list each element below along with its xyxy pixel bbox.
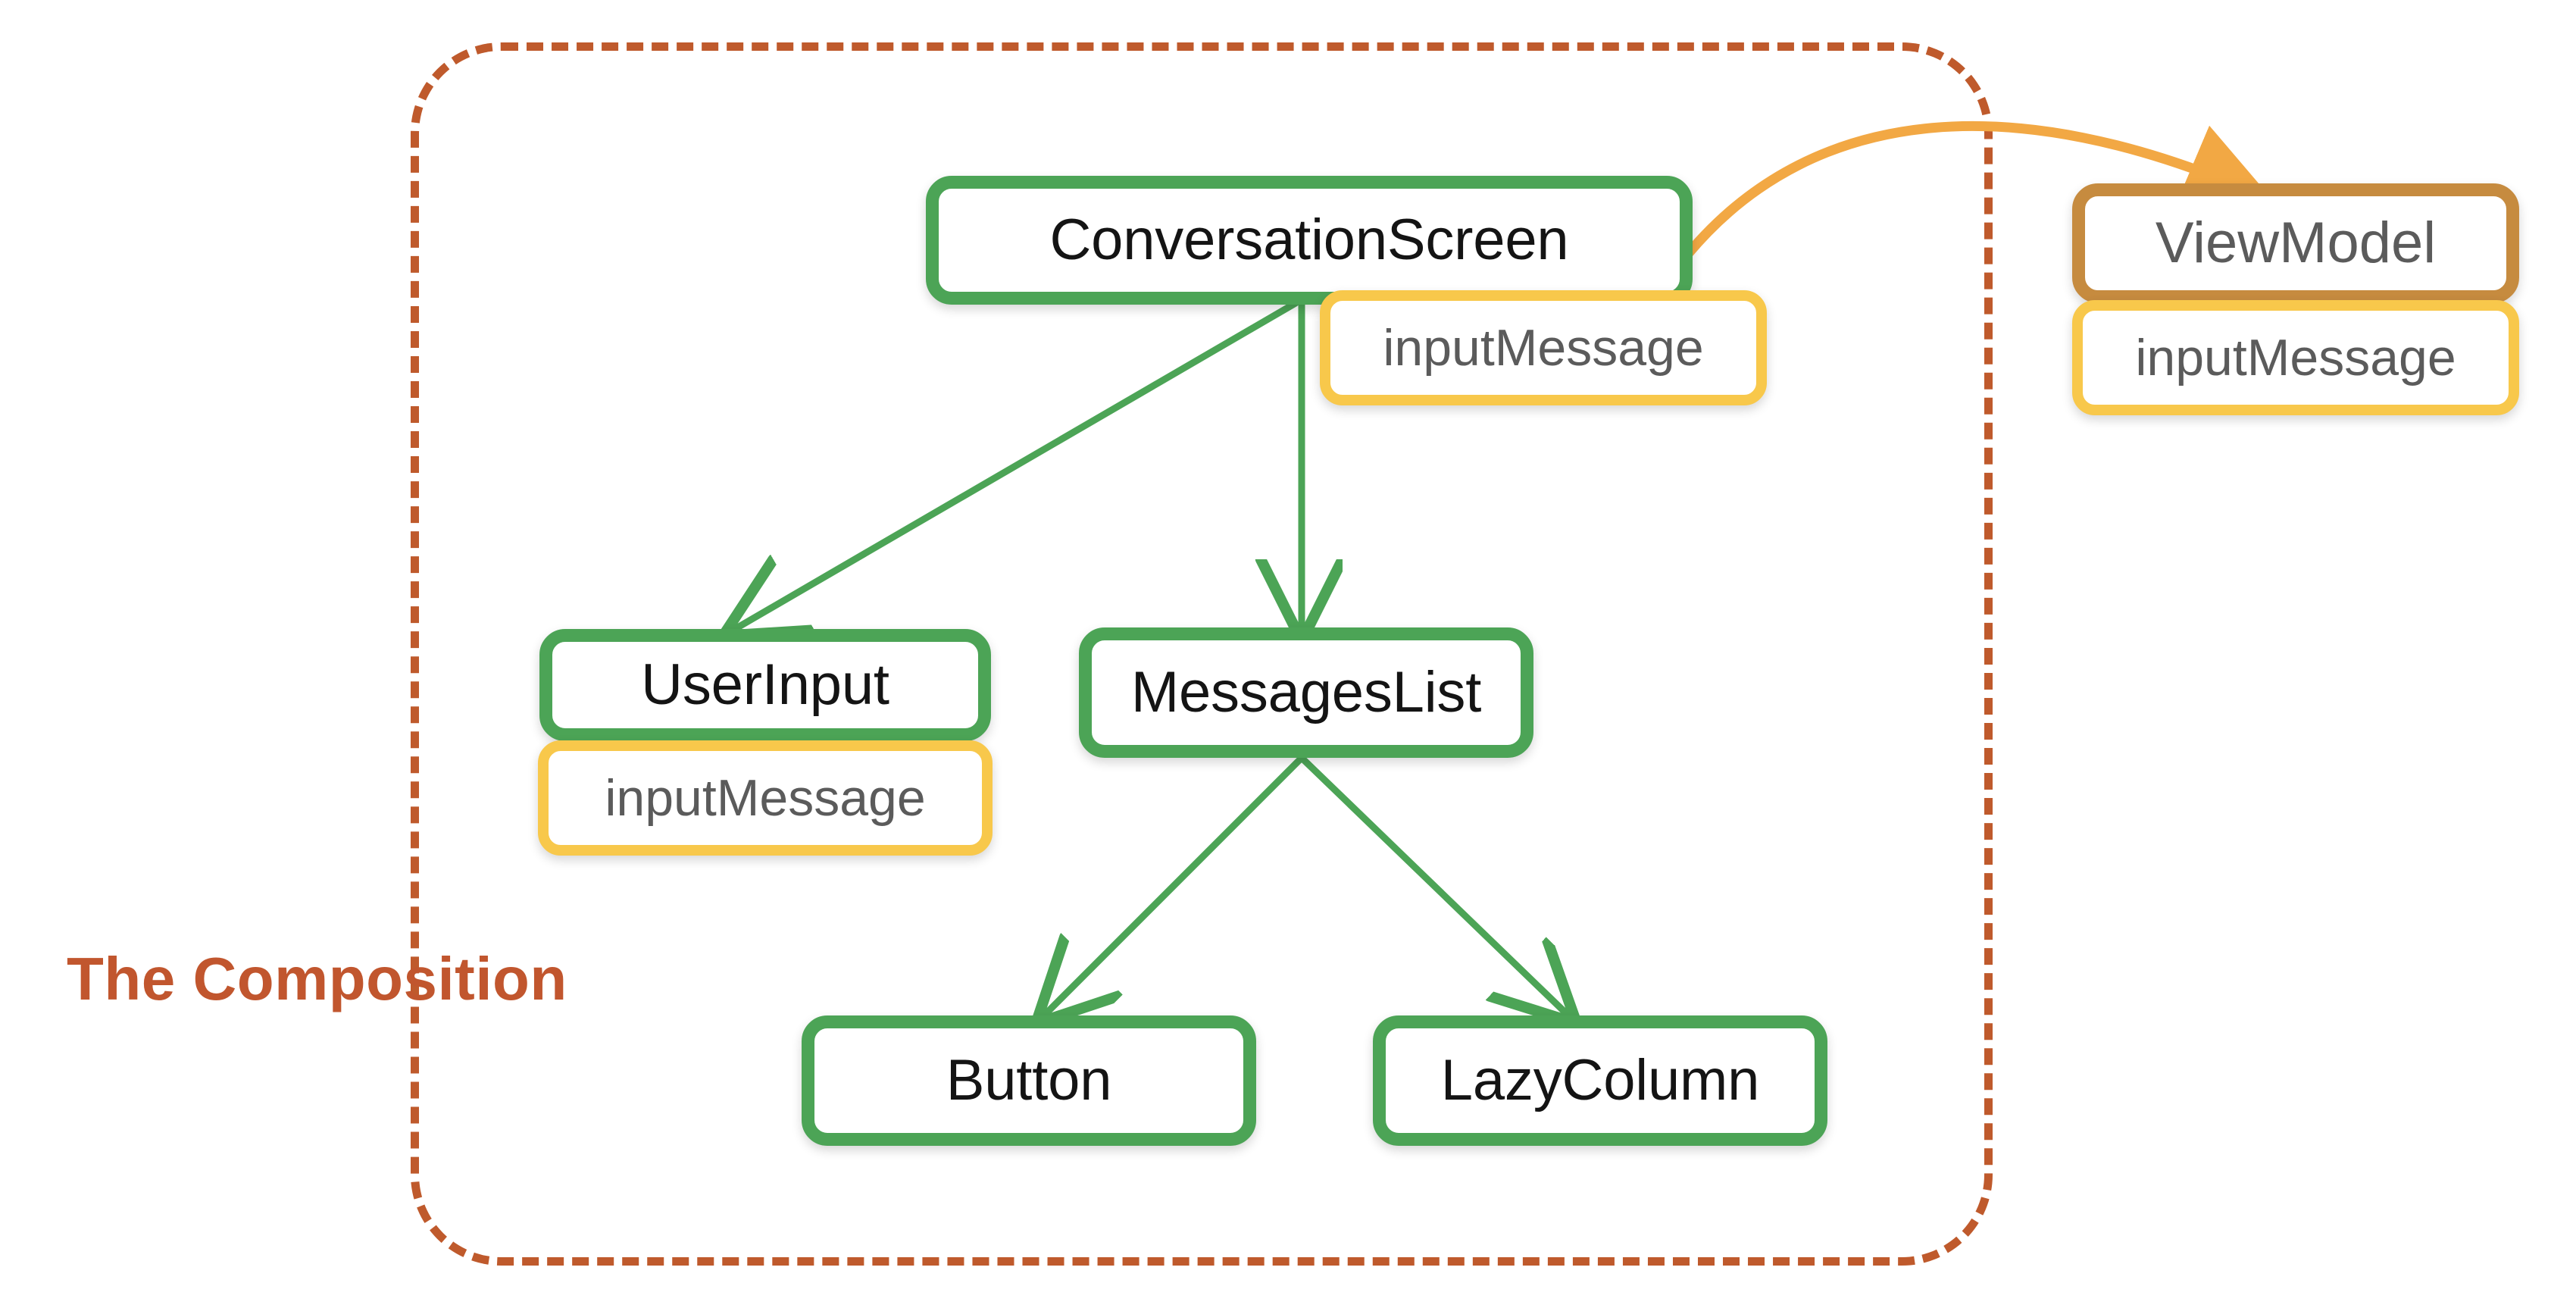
node-label-messages-list: MessagesList: [1130, 660, 1482, 724]
node-label-conversation-screen: ConversationScreen: [1049, 208, 1569, 272]
node-view-model-state[interactable]: inputMessage: [2072, 300, 2519, 415]
node-user-input-state[interactable]: inputMessage: [538, 740, 993, 856]
node-label-user-input-state: inputMessage: [605, 769, 926, 827]
node-messages-list[interactable]: MessagesList: [1079, 627, 1533, 758]
node-label-conversation-screen-state: inputMessage: [1383, 319, 1704, 377]
composition-boundary: [411, 42, 1993, 1266]
node-conversation-screen-state[interactable]: inputMessage: [1320, 290, 1767, 405]
node-label-view-model: ViewModel: [2155, 211, 2437, 275]
node-user-input[interactable]: UserInput: [539, 629, 991, 741]
node-label-button: Button: [946, 1048, 1112, 1112]
node-button[interactable]: Button: [802, 1015, 1256, 1146]
node-lazy-column[interactable]: LazyColumn: [1373, 1015, 1827, 1146]
node-conversation-screen[interactable]: ConversationScreen: [926, 176, 1693, 305]
composition-caption: The Composition: [67, 945, 567, 1012]
node-view-model[interactable]: ViewModel: [2072, 183, 2519, 303]
node-label-view-model-state: inputMessage: [2135, 329, 2456, 386]
node-label-user-input: UserInput: [641, 652, 889, 717]
node-label-lazy-column: LazyColumn: [1440, 1048, 1760, 1112]
